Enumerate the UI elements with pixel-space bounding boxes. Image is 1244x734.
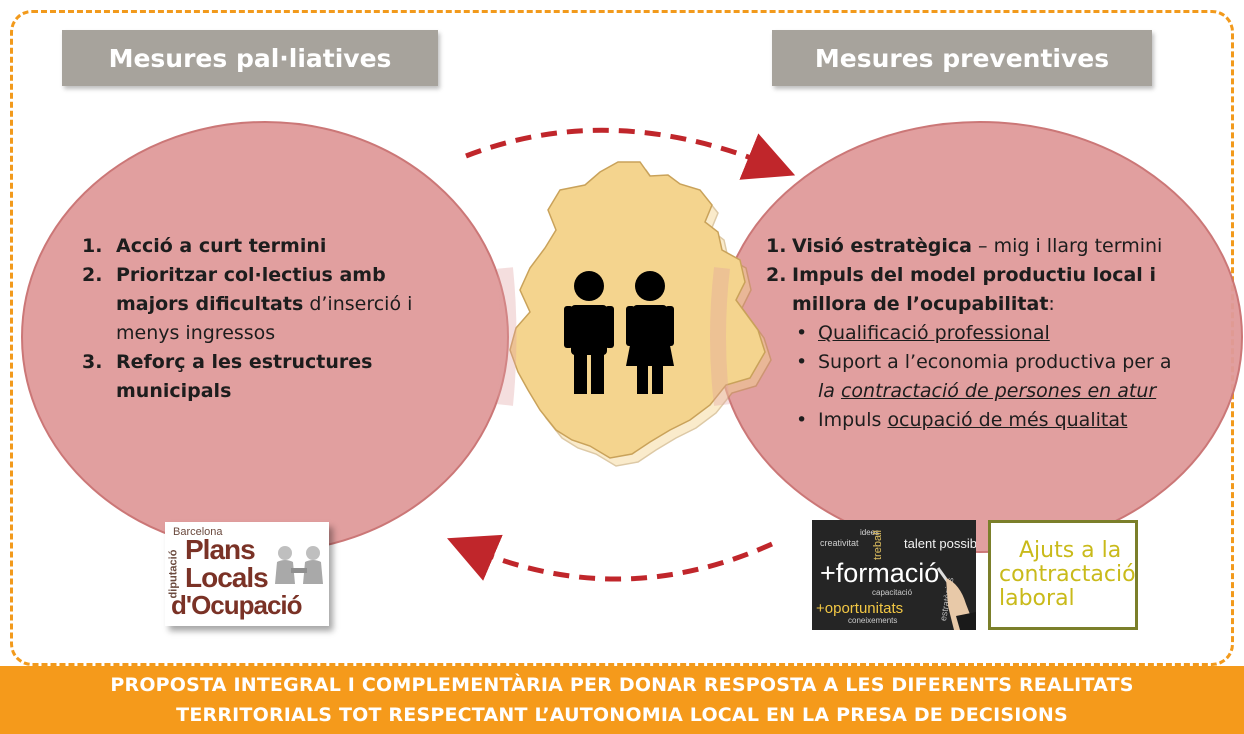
footer-line1: PROPOSTA INTEGRAL I COMPLEMENTÀRIA PER D… xyxy=(110,674,1134,696)
man-icon xyxy=(564,271,614,394)
list-item: 2. Impuls del model productiu local i mi… xyxy=(766,261,1206,319)
item-bold-text: Visió estratègica xyxy=(792,235,973,257)
item-bold-text: Prioritzar col·lectius amb xyxy=(116,264,386,286)
header-preventive-label: Mesures preventives xyxy=(814,43,1110,73)
arrow-right-icon xyxy=(465,127,796,180)
item-number: 1. xyxy=(82,235,103,257)
item-bold-text: Acció a curt termini xyxy=(116,235,327,257)
bullet-text: Suport a l’economia productiva per a xyxy=(818,351,1172,373)
bullet-list: • Qualificació professional • Suport a l… xyxy=(796,319,1206,435)
item-bold-text: Reforç a les estructures xyxy=(116,351,373,373)
preventive-measures-list: 1. Visió estratègica – mig i llarg termi… xyxy=(766,232,1206,435)
item-text: : xyxy=(1048,293,1055,315)
logo-barcelona-text: Barcelona xyxy=(173,526,223,538)
list-item: 3. Reforç a les estructures municipals xyxy=(82,348,452,406)
handshake-figures-icon xyxy=(275,546,323,584)
logo-plans-text: Plans xyxy=(185,534,256,565)
list-item: 1. Visió estratègica – mig i llarg termi… xyxy=(766,232,1206,261)
ajuts-line1: Ajuts a la xyxy=(1019,538,1122,563)
bullet-icon: • xyxy=(796,322,808,344)
header-preventive: Mesures preventives xyxy=(772,30,1152,86)
bullet-item: • Impuls ocupació de més qualitat xyxy=(796,406,1206,435)
item-number: 2. xyxy=(82,264,103,286)
bullet-text: la xyxy=(818,380,841,402)
bullet-text: Impuls xyxy=(818,409,888,431)
item-text: d’inserció i xyxy=(303,293,413,315)
word-text: +oportunitats xyxy=(816,600,904,617)
arrow-left-icon xyxy=(447,534,774,582)
bullet-icon: • xyxy=(796,351,808,373)
pen-hand-icon xyxy=(936,567,976,630)
item-number: 2. xyxy=(766,264,787,286)
word-text: +formació xyxy=(820,558,940,588)
item-bold-text: majors dificultats xyxy=(116,293,304,315)
ajuts-line3: laboral xyxy=(999,586,1075,611)
bullet-icon: • xyxy=(796,409,808,431)
word-text: capacitació xyxy=(872,588,913,597)
item-bold-text: municipals xyxy=(116,380,232,402)
item-text: menys ingressos xyxy=(116,322,276,344)
word-text: coneixements xyxy=(848,616,898,625)
logo-ocupacio-text: d'Ocupació xyxy=(171,590,303,620)
ajuts-line2: contractació xyxy=(999,562,1136,587)
plans-locals-logo: Barcelona diputació Plans Locals d'Ocupa… xyxy=(165,522,329,626)
word-text: treball xyxy=(872,530,884,560)
word-text: creativitat xyxy=(820,538,859,548)
woman-icon xyxy=(626,271,674,394)
bullet-text: ocupació de més qualitat xyxy=(887,409,1128,431)
formacio-image: idees creativitat treball talent possibi… xyxy=(812,520,976,630)
item-bold-text: millora de l’ocupabilitat xyxy=(792,293,1049,315)
word-text: talent possibilitats xyxy=(904,536,976,551)
item-number: 3. xyxy=(82,351,103,373)
header-palliative-label: Mesures pal·liatives xyxy=(108,43,392,73)
bullet-item: • Suport a l’economia productiva per a l… xyxy=(796,348,1206,406)
logo-locals-text: Locals xyxy=(185,562,269,593)
footer-line2: TERRITORIALS TOT RESPECTANT L’AUTONOMIA … xyxy=(176,704,1068,726)
bullet-text: contractació de persones en atur xyxy=(840,380,1157,402)
item-number: 1. xyxy=(766,235,787,257)
item-bold-text: Impuls del model productiu local i xyxy=(792,264,1156,286)
bullet-item: • Qualificació professional xyxy=(796,319,1206,348)
bullet-text: Qualificació professional xyxy=(818,322,1050,344)
list-item: 1. Acció a curt termini xyxy=(82,232,452,261)
palliative-measures-list: 1. Acció a curt termini 2. Prioritzar co… xyxy=(82,232,452,406)
word-text: idees xyxy=(860,528,880,537)
list-item: 2. Prioritzar col·lectius amb majors dif… xyxy=(82,261,452,348)
header-palliative: Mesures pal·liatives xyxy=(62,30,438,86)
footer-banner: PROPOSTA INTEGRAL I COMPLEMENTÀRIA PER D… xyxy=(0,666,1244,734)
item-text: – mig i llarg termini xyxy=(972,235,1163,257)
ajuts-contractacio-image: Ajuts a la contractació laboral xyxy=(988,520,1138,630)
